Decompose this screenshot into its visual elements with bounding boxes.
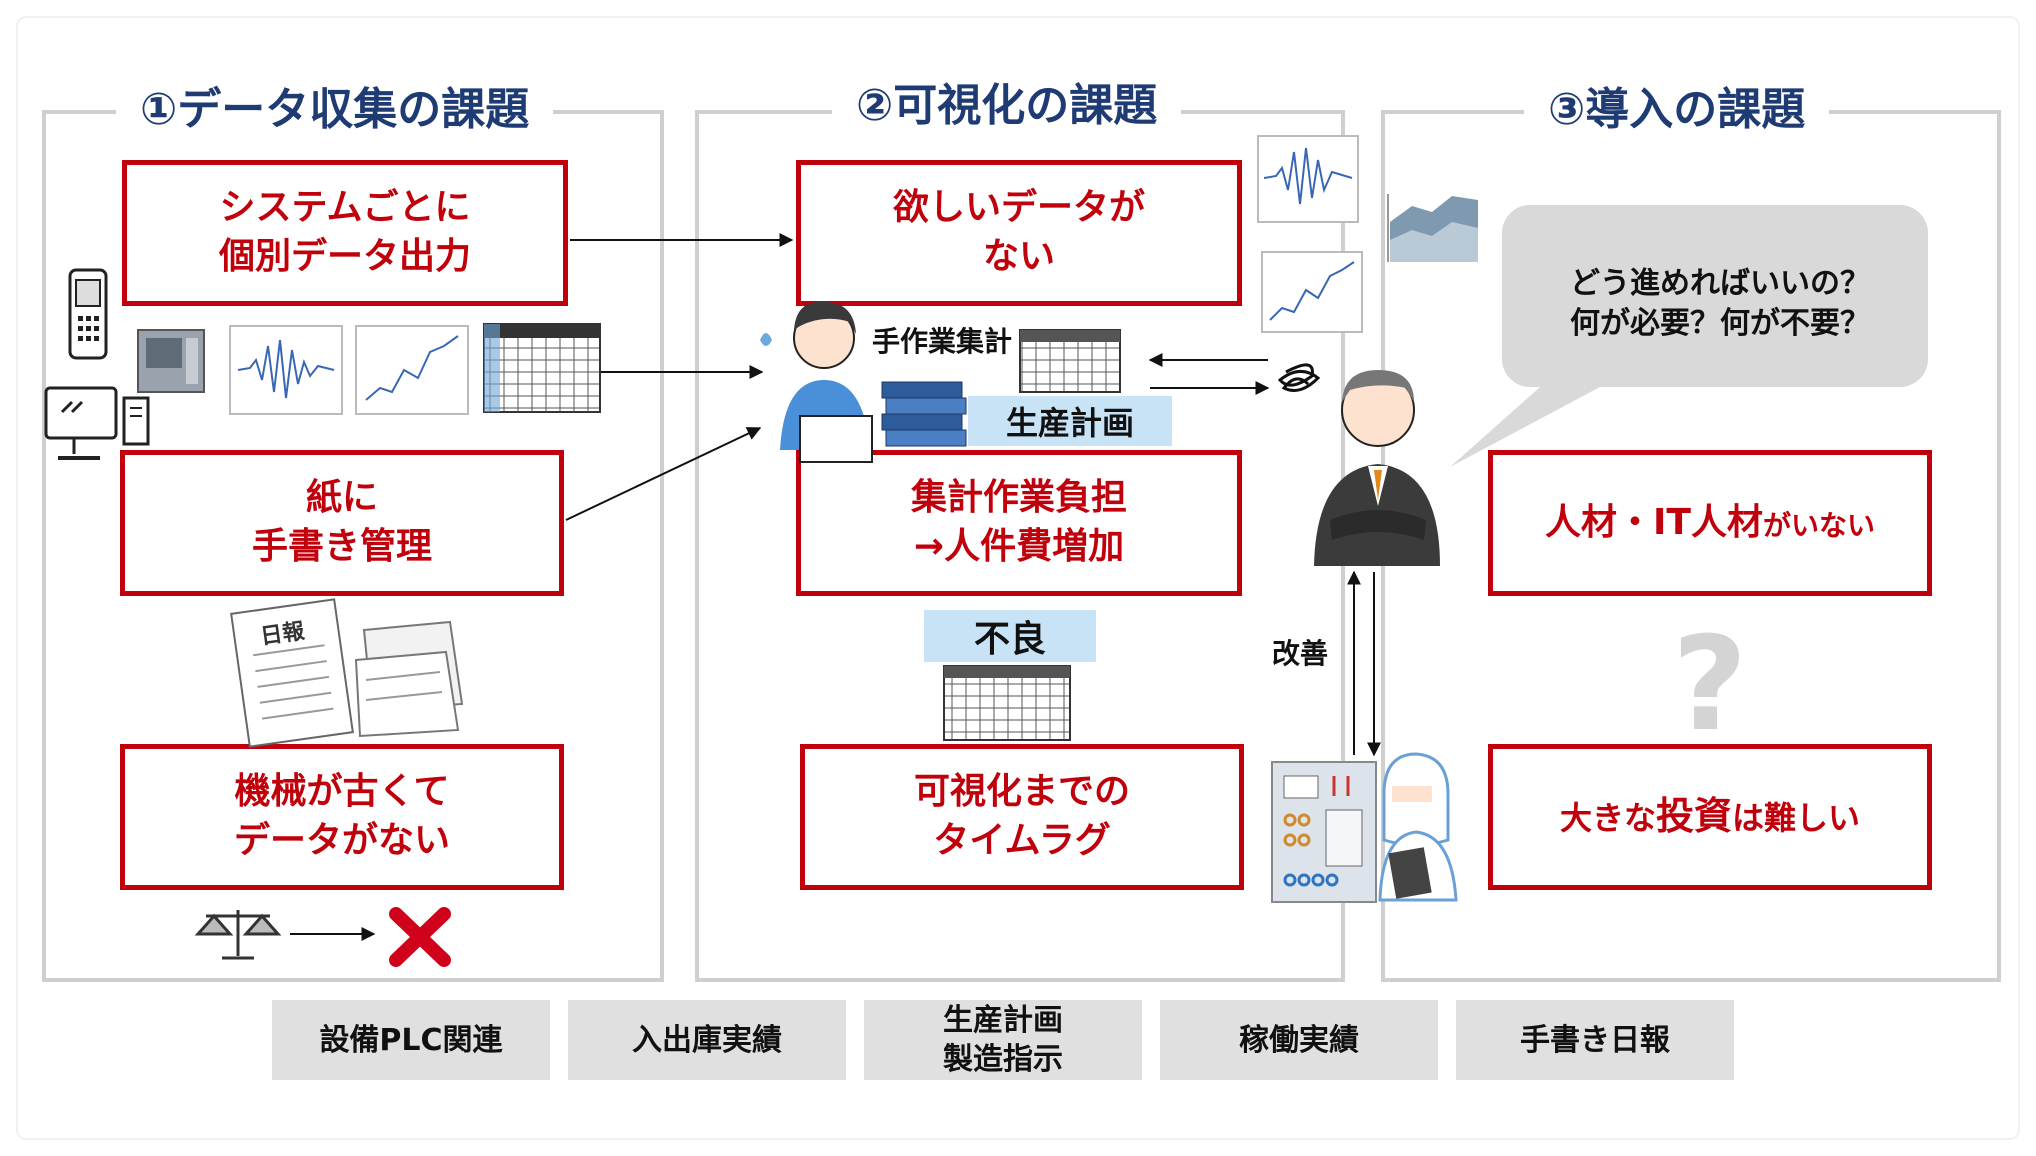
waveform-chart-icon <box>229 325 343 415</box>
issue-text: 人材・IT人材 <box>1545 501 1763 543</box>
office-worker-icon <box>760 301 873 463</box>
bubble-text-2: 何が必要？何が不要？ <box>1570 306 1870 341</box>
bottom-tag-plc: 設備PLC関連 <box>272 1000 550 1080</box>
balance-scale-icon <box>194 910 282 960</box>
line-chart-icon <box>355 325 469 415</box>
issue-box-talent: 人材・IT人材がいない <box>1488 450 1932 596</box>
tag-text: 製造指示 <box>943 1042 1063 1077</box>
issue-box-aggregation-burden: 集計作業負担 →人件費増加 <box>796 450 1242 596</box>
red-x-icon <box>389 907 451 967</box>
production-plan-label: 生産計画 <box>968 396 1172 446</box>
column-title-1: ①データ収集の課題 <box>116 80 554 140</box>
issue-box-investment: 大きな投資は難しい <box>1488 744 1932 890</box>
cleanroom-worker-icon <box>1378 752 1458 902</box>
issue-text: システムごとに <box>219 187 471 229</box>
question-mark: ? <box>1672 608 1748 760</box>
aggregation-table-icon <box>1019 329 1121 393</box>
area-chart-icon <box>1387 194 1478 262</box>
issue-text: データがない <box>233 820 450 861</box>
issue-text: 集計作業負担 <box>910 477 1127 519</box>
issue-text: 投資 <box>1655 794 1732 839</box>
tag-text: 手書き日報 <box>1520 1022 1670 1058</box>
issue-box-old-machines: 機械が古くて データがない <box>120 744 564 890</box>
bottom-tag-production-plan: 生産計画 製造指示 <box>864 1000 1142 1080</box>
issue-text: 紙に <box>305 477 378 519</box>
defect-table-icon <box>943 665 1071 741</box>
issue-box-time-lag: 可視化までの タイムラグ <box>800 744 1244 890</box>
machine-icon <box>137 329 205 393</box>
issue-text: 可視化までの <box>913 771 1130 813</box>
issue-box-handwritten: 紙に 手書き管理 <box>120 450 564 596</box>
tag-text: 稼働実績 <box>1239 1022 1359 1058</box>
issue-text: 手書き管理 <box>251 526 432 567</box>
control-panel-icon <box>1271 761 1377 903</box>
line-chart-icon <box>1261 251 1363 333</box>
bottom-tag-daily-report: 手書き日報 <box>1456 1000 1734 1080</box>
tag-text: 設備PLC関連 <box>319 1022 503 1058</box>
binder-stack-icon <box>881 381 967 447</box>
manager-icon <box>1314 370 1440 566</box>
issue-text-small: がいない <box>1762 509 1875 543</box>
issue-text: →人件費増加 <box>913 526 1125 567</box>
improvement-label: 改善 <box>1272 637 1329 670</box>
issue-text: 欲しいデータが <box>892 187 1145 229</box>
handheld-terminal-icon <box>68 268 108 360</box>
issue-text: タイムラグ <box>933 820 1111 861</box>
issue-text: ない <box>982 236 1055 277</box>
column-title-3: ③導入の課題 <box>1524 80 1830 140</box>
issue-text-small: は難しい <box>1732 799 1861 838</box>
desktop-pc-icon <box>44 386 150 460</box>
bubble-text-1: どう進めればいいの？ <box>1570 266 1870 301</box>
daily-report-title: 日報 <box>259 618 307 650</box>
paper-pile-icon <box>354 620 464 738</box>
arrow-paper-to-worker <box>565 427 762 521</box>
issue-text: 機械が古くて <box>234 771 450 813</box>
stress-scribble-icon <box>1277 363 1321 392</box>
issue-box-missing-data: 欲しいデータが ない <box>796 160 1242 306</box>
bottom-tag-operation: 稼働実績 <box>1160 1000 1438 1080</box>
column-title-2: ②可視化の課題 <box>832 76 1182 136</box>
issue-text-small: 大きな <box>1559 799 1656 838</box>
manual-aggregation-label: 手作業集計 <box>872 325 1013 358</box>
spreadsheet-icon <box>483 323 601 413</box>
issue-box-per-system-output: システムごとに 個別データ出力 <box>122 160 568 306</box>
daily-report-paper-icon <box>230 598 354 748</box>
tag-text: 入出庫実績 <box>632 1022 782 1058</box>
issue-text: 個別データ出力 <box>218 236 471 277</box>
bottom-tag-inventory: 入出庫実績 <box>568 1000 846 1080</box>
waveform-chart-icon <box>1257 135 1359 223</box>
defect-label: 不良 <box>924 610 1096 662</box>
tag-text: 生産計画 <box>943 1003 1063 1038</box>
